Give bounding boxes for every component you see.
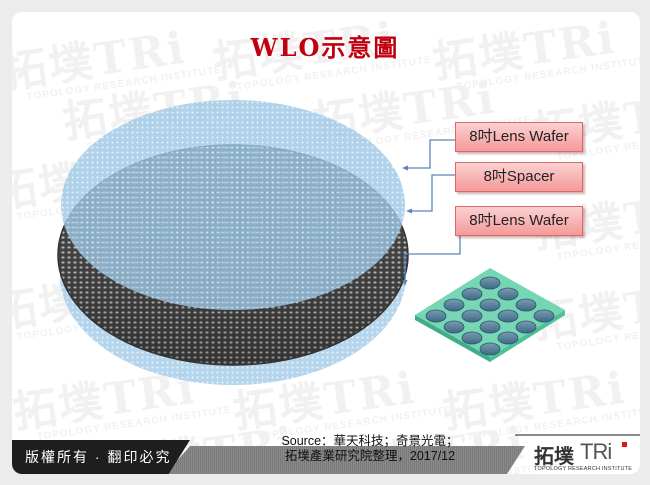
footer-divider (515, 434, 640, 436)
top-lens-wafer-disc (61, 100, 405, 310)
logo-tri-text: TRi (580, 439, 612, 464)
source-line-2: 拓墣產業研究院整理，2017/12 (284, 449, 456, 463)
logo-subtitle: TOPOLOGY RESEARCH INSTITUTE (534, 466, 633, 472)
source-citation: Source：華天科技；奇景光電； 拓墣產業研究院整理，2017/12 (240, 434, 500, 464)
label-spacer: 8吋Spacer (455, 162, 583, 192)
page-title: WLO示意圖 (250, 33, 400, 62)
copyright-banner: 版權所有 · 翻印必究 (12, 440, 190, 474)
logo-red-dot-icon (622, 442, 627, 447)
source-line-1: Source：華天科技；奇景光電； (281, 434, 459, 448)
label-bottom-lens-wafer: 8吋Lens Wafer (455, 206, 583, 236)
logo-cn-text: 拓墣 (534, 444, 574, 468)
lens-array-illustration (415, 268, 565, 362)
label-top-lens-wafer: 8吋Lens Wafer (455, 122, 583, 152)
connector-lines (402, 139, 461, 286)
footer-bar (165, 446, 525, 474)
tri-logo: 拓墣 TRi TOPOLOGY RESEARCH INSTITUTE (534, 439, 634, 474)
